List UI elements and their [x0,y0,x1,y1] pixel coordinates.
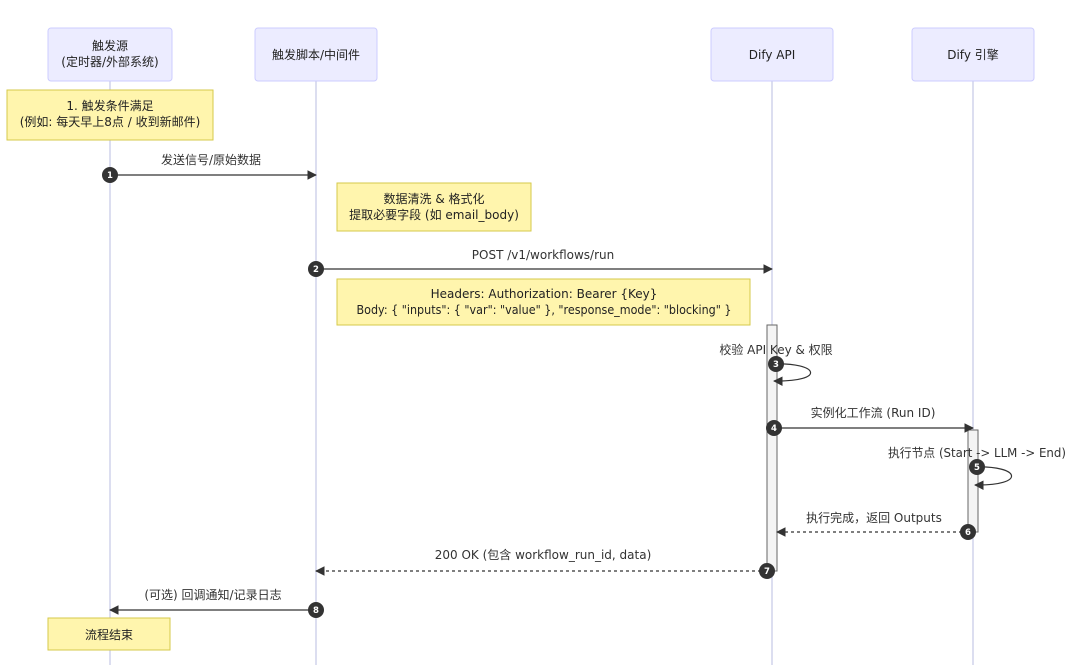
step-badge-3 [768,356,784,372]
note-data-cleaning: 数据清洗 & 格式化 提取必要字段 (如 email_body) [336,182,532,232]
step-number-6: 6 [965,528,971,538]
message-8-label: (可选) 回调通知/记录日志 [144,588,281,602]
step-badge-6 [960,524,976,540]
message-1-label: 发送信号/原始数据 [161,152,261,167]
message-8: (可选) 回调通知/记录日志 8 [109,588,324,618]
actor-api-label: Dify API [749,48,796,62]
message-4-label: 实例化工作流 (Run ID) [811,405,936,420]
note-3-line1: Headers: Authorization: Bearer {Key} [431,287,658,301]
actor-engine-label: Dify 引擎 [947,47,999,62]
actor-trigger-line2: (定时器/外部系统) [61,54,158,69]
step-number-7: 7 [764,567,770,577]
lifelines [109,81,974,665]
step-badge-7 [759,563,775,579]
message-3-label: 校验 API Key & 权限 [719,342,832,357]
note-flow-end: 流程结束 [47,617,171,651]
message-1: 发送信号/原始数据 1 [102,152,317,183]
note-2-line2: 提取必要字段 (如 email_body) [349,207,519,222]
message-7-label: 200 OK (包含 workflow_run_id, data) [435,547,652,562]
actor-api: Dify API [710,27,834,82]
note-1-line2: (例如: 每天早上8点 / 收到新邮件) [20,114,201,129]
note-4-label: 流程结束 [85,627,133,642]
note-1-line1: 1. 触发条件满足 [66,98,153,113]
message-6-label: 执行完成，返回 Outputs [806,510,942,525]
step-number-2: 2 [313,265,319,275]
step-badge-4 [766,420,782,436]
step-badge-1 [102,167,118,183]
step-badge-8 [308,602,324,618]
note-3-line2: Body: { "inputs": { "var": "value" }, "r… [357,303,732,317]
step-badge-5 [969,459,985,475]
note-2-line1: 数据清洗 & 格式化 [384,191,485,206]
note-trigger-condition: 1. 触发条件满足 (例如: 每天早上8点 / 收到新邮件) [6,89,214,141]
message-3: 校验 API Key & 权限 3 [719,342,833,386]
actor-trigger-line1: 触发源 [92,38,128,53]
message-2-label: POST /v1/workflows/run [472,248,614,262]
step-number-3: 3 [773,360,779,370]
step-number-4: 4 [771,424,777,434]
note-request-body: Headers: Authorization: Bearer {Key} Bod… [336,278,751,326]
actor-trigger: 触发源 (定时器/外部系统) [47,27,173,82]
step-number-8: 8 [313,606,319,616]
message-2: POST /v1/workflows/run 2 [308,248,773,277]
actor-engine: Dify 引擎 [911,27,1035,82]
message-5-label: 执行节点 (Start -> LLM -> End) [888,446,1066,460]
message-5: 执行节点 (Start -> LLM -> End) 5 [888,446,1066,490]
message-6: 执行完成，返回 Outputs 6 [776,510,976,540]
step-badge-2 [308,261,324,277]
step-number-1: 1 [107,171,113,181]
step-number-5: 5 [974,463,980,473]
message-7: 200 OK (包含 workflow_run_id, data) 7 [315,547,775,579]
actor-script: 触发脚本/中间件 [254,27,378,82]
message-4: 实例化工作流 (Run ID) 4 [766,405,974,436]
actor-script-label: 触发脚本/中间件 [272,47,360,62]
